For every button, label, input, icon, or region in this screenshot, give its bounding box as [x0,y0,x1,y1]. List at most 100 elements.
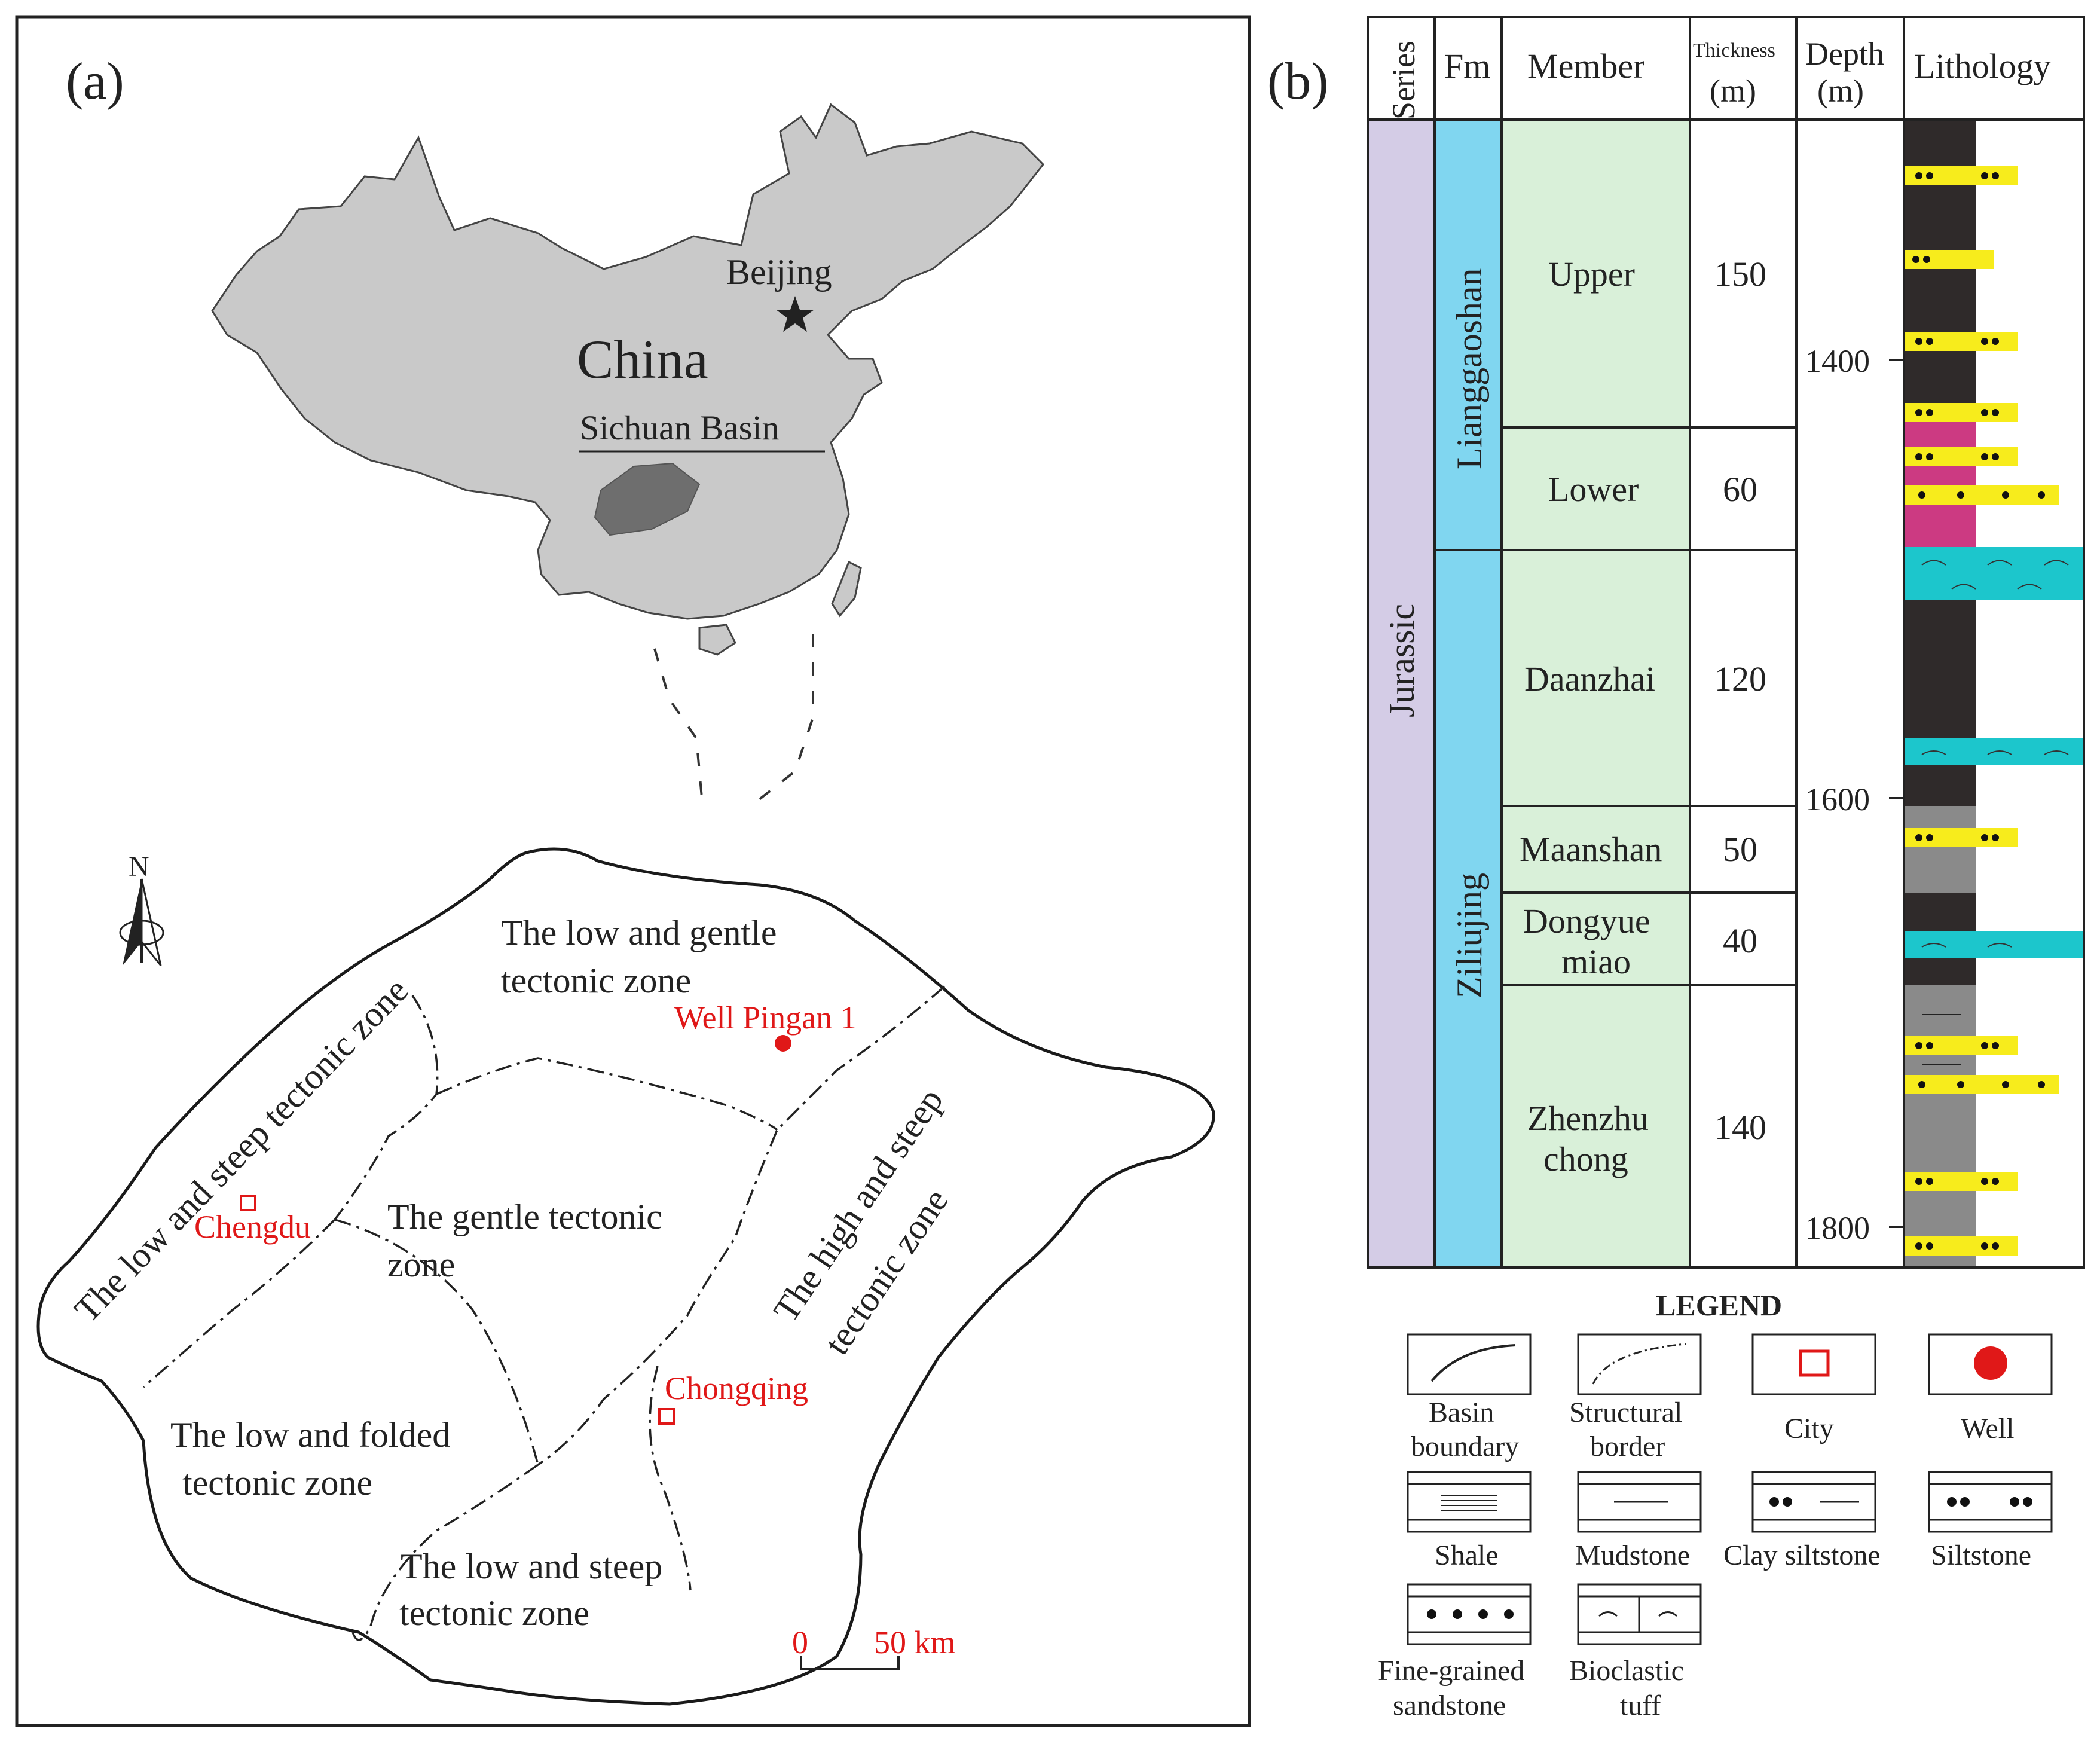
sichuan-basin-label: Sichuan Basin [580,408,779,447]
legend-bioclastic-line1: Bioclastic [1569,1655,1684,1687]
legend-box-siltstone [1928,1471,2053,1533]
scale-start-label: 0 [792,1624,808,1660]
structural-borders [142,985,946,1641]
legend-mudstone: Mudstone [1575,1540,1690,1571]
scale-end-label: 50 km [874,1624,956,1660]
zone-low-gentle-line1: The low and gentle [501,913,777,952]
zone-gentle-line2: zone [387,1245,455,1284]
legend-siltstone: Siltstone [1931,1540,2031,1571]
clay-siltstone-symbol-icon [1769,1497,1859,1507]
header-depth-unit: (m) [1817,73,1864,109]
well-symbol-icon [1974,1346,2007,1380]
panel-b-label: (b) [1267,53,1329,111]
member-lower: Lower [1548,470,1639,509]
depth-1400: 1400 [1805,343,1870,379]
legend-box-well [1928,1333,2053,1395]
zone-low-gentle-line2: tectonic zone [501,961,691,1000]
legend-structural-line2: border [1590,1431,1665,1462]
zone-low-steep-nw: The low and steep tectonic zone [67,970,415,1330]
bioclastic-tuff-symbol-icon [1598,1611,1677,1617]
basin-boundary [36,847,1215,1706]
thickness-lower: 60 [1723,470,1757,509]
litho-magenta [1904,419,1976,547]
zone-gentle-line1: The gentle tectonic [387,1197,662,1236]
chengdu-marker [240,1195,256,1211]
legend-clay-siltstone: Clay siltstone [1723,1540,1881,1571]
basin-boundary-symbol-icon [1430,1344,1516,1382]
litho-mudstone-2 [1904,985,1976,1267]
structural-border-symbol-icon [1592,1343,1686,1385]
thickness-zhenzhuchong: 140 [1714,1108,1766,1147]
member-column [1502,120,1690,1267]
legend-box-fine-sandstone [1407,1583,1532,1645]
thickness-dongyuemiao: 40 [1723,921,1757,960]
legend-box-basin-boundary [1407,1333,1532,1395]
legend-bioclastic-line2: tuff [1620,1690,1661,1721]
sichuan-basin-shape [594,462,701,536]
zone-low-steep-s-line1: The low and steep [401,1547,662,1586]
legend-box-bioclastic-tuff [1577,1583,1702,1645]
litho-mudstone-1 [1904,806,1976,893]
formation-column [1435,120,1502,1267]
north-label: N [129,851,149,882]
series-jurassic: Jurassic [1382,604,1422,717]
beijing-label: Beijing [726,252,832,292]
nine-dash-line [653,634,814,805]
panel-b: (b) [1267,16,2085,1269]
mudstone-lines [1922,1014,1961,1065]
panel-a: (a) Beijing China Sichuan Basin N [15,15,1251,1727]
member-dongyuemiao-line2: miao [1561,942,1631,981]
well-marker [775,1035,791,1052]
legend: LEGEND Basin boundary Structural border … [1378,1288,2053,1721]
header-thickness: Thickness [1693,39,1775,62]
legend-city: City [1784,1413,1834,1444]
city-symbol-icon [1799,1349,1830,1377]
legend-well: Well [1961,1413,2014,1444]
litho-shale-daanzhai [1904,600,1976,806]
lithology-column [1904,120,2083,1267]
chongqing-marker [658,1408,675,1425]
member-daanzhai: Daanzhai [1524,659,1655,698]
legend-title: LEGEND [1656,1288,1782,1322]
header-depth: Depth [1805,36,1884,72]
formation-lianggaoshan: Lianggaoshan [1450,268,1489,469]
taiwan-island [831,560,862,618]
depth-ticks [1889,359,1904,1228]
shale-symbol-icon [1441,1495,1497,1511]
legend-box-city [1751,1333,1876,1395]
zone-low-folded-line1: The low and folded [170,1415,450,1455]
fine-sandstone-symbol-icon [1427,1609,1514,1619]
siltstone-dots [1912,172,2045,1250]
legend-box-clay-siltstone [1751,1471,1876,1533]
legend-box-structural-border [1577,1333,1702,1395]
china-outline [211,103,1045,620]
north-arrow-icon: N [119,851,164,966]
chongqing-label: Chongqing [665,1370,808,1406]
chengdu-label: Chengdu [194,1209,311,1245]
header-series: Series [1386,41,1422,120]
hainan-island [698,624,736,656]
litho-tuff-1 [1904,547,2083,600]
series-column [1368,120,1435,1267]
header-fm: Fm [1444,47,1490,85]
legend-basin-line2: boundary [1411,1431,1519,1462]
panel-a-frame [15,15,1251,1727]
zone-low-folded-line2: tectonic zone [182,1463,372,1502]
panel-a-label: (a) [66,53,124,111]
depth-1600: 1600 [1805,781,1870,817]
formation-ziliujing: Ziliujing [1450,873,1489,998]
member-maanshan: Maanshan [1520,830,1662,869]
member-zhenzhuchong-line2: chong [1543,1140,1628,1178]
member-dongyuemiao-line1: Dongyue [1523,902,1650,940]
zone-low-steep-s-line2: tectonic zone [399,1593,589,1633]
depth-1800: 1800 [1805,1210,1870,1246]
header-lithology: Lithology [1914,47,2051,85]
tuff-arcs [1921,560,2069,948]
thickness-maanshan: 50 [1723,830,1757,869]
legend-box-mudstone [1577,1471,1702,1533]
legend-structural-line1: Structural [1569,1397,1682,1428]
strat-table-grid [1367,16,2085,1269]
legend-fine-sandstone-line2: sandstone [1393,1690,1506,1721]
legend-shale: Shale [1435,1540,1499,1571]
